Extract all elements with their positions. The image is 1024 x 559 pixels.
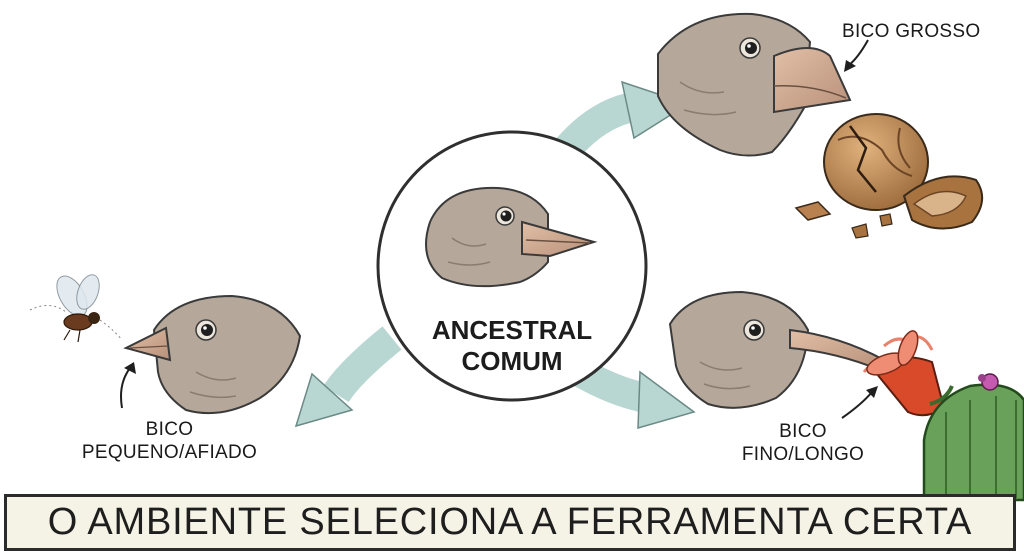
thick-beak-bird-head xyxy=(657,12,852,157)
label-thick-beak: BICO GROSSO xyxy=(842,21,981,42)
cactus-icon xyxy=(922,373,1024,502)
ancestor-label-line1: ANCESTRAL xyxy=(431,315,593,345)
small-beak-pointer xyxy=(120,367,131,409)
label-small-beak: BICO PEQUENO/AFIADO xyxy=(52,418,287,464)
flower-icon xyxy=(862,330,954,417)
ancestor-bird-head xyxy=(425,186,598,288)
insect-icon xyxy=(29,274,123,343)
ancestor-label-line2: COMUM xyxy=(461,346,563,376)
label-thin-beak: BICO FINO/LONGO xyxy=(718,420,888,466)
arrow-to-thin-beak xyxy=(572,358,696,430)
label-small-beak-line2: PEQUENO/AFIADO xyxy=(81,442,258,463)
cracked-nut-icon xyxy=(794,113,983,239)
label-thin-beak-line1: BICO xyxy=(779,421,827,442)
label-small-beak-line1: BICO xyxy=(145,419,194,440)
arrow-to-small-beak xyxy=(294,326,402,428)
label-thin-beak-line2: FINO/LONGO xyxy=(741,444,865,465)
bottom-banner: O AMBIENTE SELECIONA A FERRAMENTA CERTA xyxy=(4,494,1016,551)
small-beak-bird-head xyxy=(123,294,302,415)
ancestor-label: ANCESTRAL COMUM xyxy=(408,315,616,377)
thick-beak-pointer xyxy=(847,39,869,67)
thin-beak-pointer xyxy=(841,391,873,419)
thin-beak-bird-head xyxy=(668,290,886,409)
